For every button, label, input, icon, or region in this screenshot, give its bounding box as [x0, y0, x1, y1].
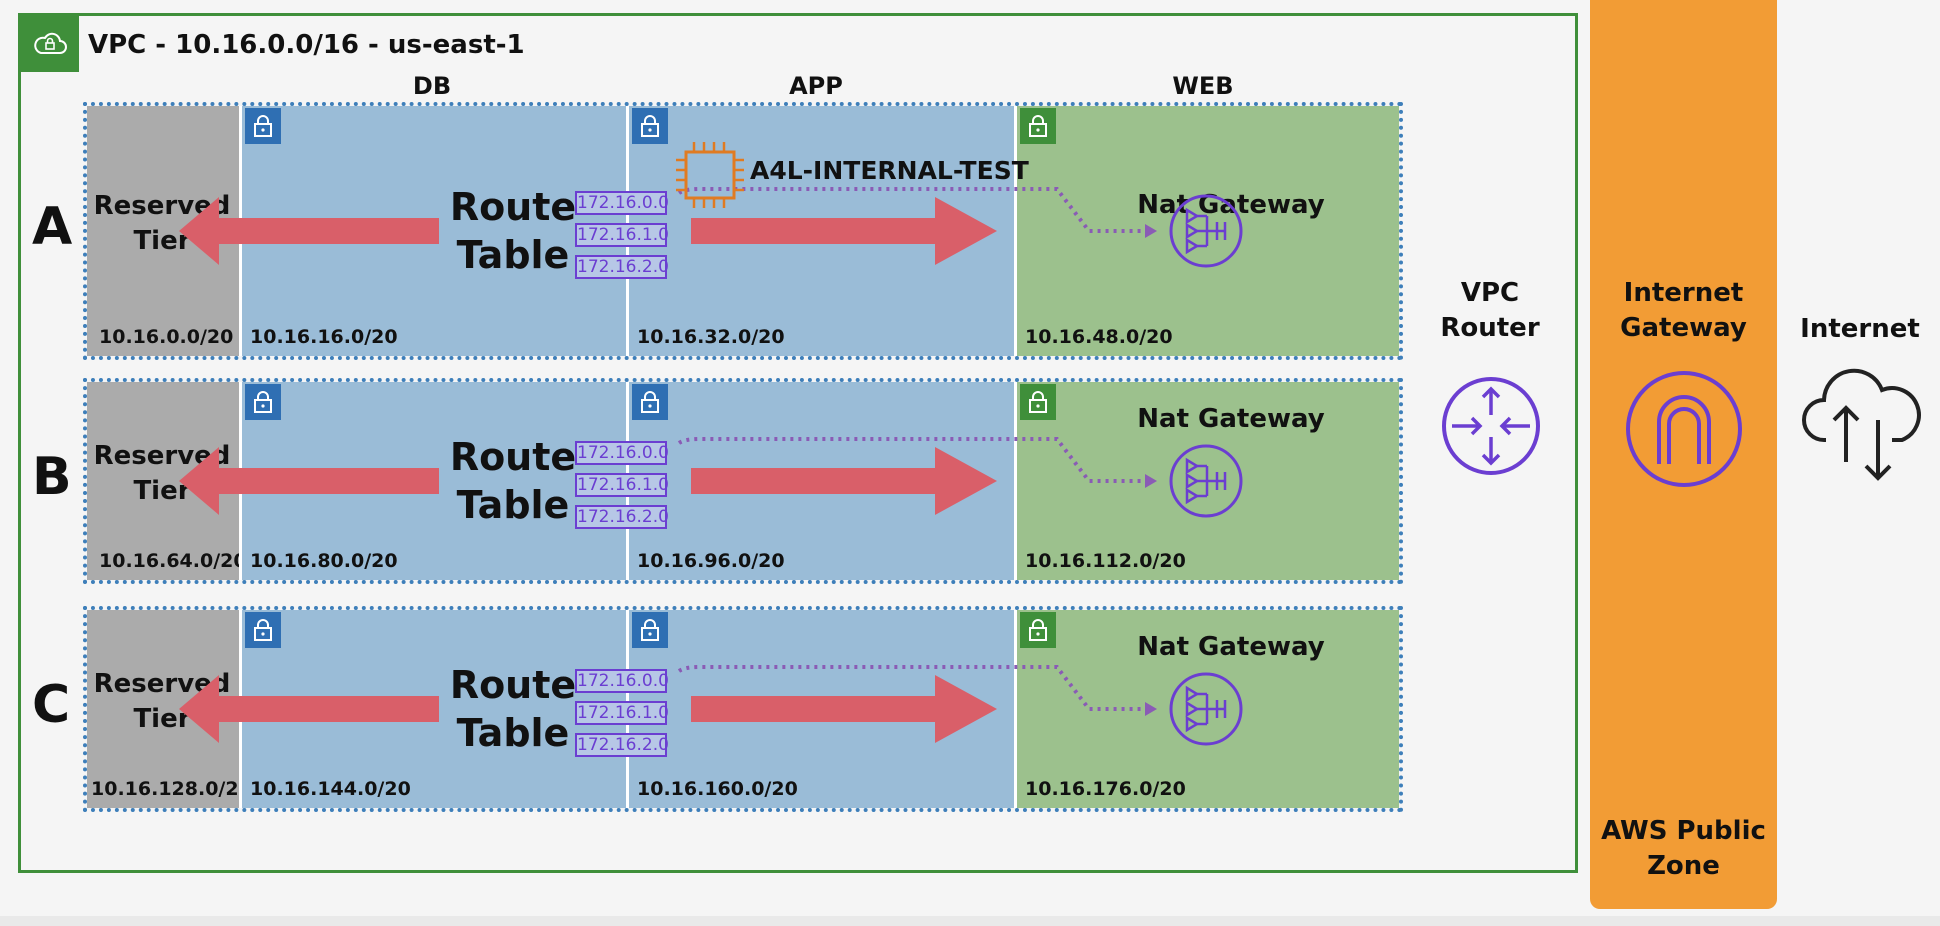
arrow-to-web: [691, 675, 997, 743]
lock-icon: [1020, 384, 1056, 420]
arrow-to-reserved: [179, 675, 439, 743]
lock-icon: [632, 612, 668, 648]
route-table-line2: Table: [456, 233, 570, 277]
lock-icon: [245, 612, 281, 648]
ec2-chip-icon: [672, 140, 748, 214]
arrow-to-reserved: [179, 197, 439, 265]
route-arrows: [179, 665, 1157, 743]
route-table-line1: Route: [449, 185, 577, 229]
aws-public-zone: [1590, 0, 1777, 909]
public-zone-label-line1: AWS Public: [1601, 816, 1766, 846]
lock-icon: [245, 384, 281, 420]
route-entry: 172.16.0.0: [575, 191, 669, 215]
subnet-cidr: 10.16.32.0/20: [637, 326, 785, 348]
route-table-line1: Route: [449, 435, 577, 479]
route-table-line1: Route: [449, 663, 577, 707]
subnet-web: 10.16.176.0/20: [1014, 610, 1399, 808]
nat-route-path: [677, 187, 1145, 233]
vpc-router-label-line2: Router: [1440, 313, 1540, 343]
subnet-cidr: 10.16.112.0/20: [1025, 550, 1186, 572]
subnet-cidr: 10.16.48.0/20: [1025, 326, 1173, 348]
arrow-to-reserved: [179, 447, 439, 515]
nat-gateway-icon: [1169, 194, 1243, 268]
public-zone-label: AWS Public Zone: [1590, 814, 1777, 884]
vpc-router-icon: [1440, 375, 1542, 481]
column-header-db: DB: [412, 72, 452, 100]
route-entry: 172.16.2.0: [575, 255, 669, 279]
route-entry: 172.16.1.0: [575, 701, 669, 725]
route-entry: 172.16.2.0: [575, 505, 669, 529]
az-letter: A: [32, 197, 73, 257]
internet-cloud-icon: [1800, 362, 1926, 490]
nat-gateway-icon: [1169, 444, 1243, 518]
arrow-to-web: [691, 197, 997, 265]
igw-label-line1: Internet: [1623, 278, 1744, 308]
nat-gateway-label: Nat Gateway: [1137, 404, 1325, 434]
internet-label: Internet: [1800, 314, 1920, 344]
availability-zone: 10.16.0.0/20 10.16.16.0/20 10.16.32.0/20 10…: [83, 102, 1403, 360]
nat-route-path: [677, 665, 1145, 711]
route-entry: 172.16.0.0: [575, 441, 669, 465]
column-header-app: APP: [789, 72, 843, 100]
subnet-cidr: 10.16.96.0/20: [637, 550, 785, 572]
subnet-cidr: 10.16.16.0/20: [250, 326, 398, 348]
route-entry: 172.16.1.0: [575, 223, 669, 247]
nat-route-arrowhead: [1145, 224, 1157, 238]
route-entry: 172.16.1.0: [575, 473, 669, 497]
subnet-cidr: 10.16.64.0/20: [99, 550, 247, 572]
subnet-cidr: 10.16.128.0/20: [91, 778, 252, 800]
az-letter: C: [32, 675, 71, 735]
vpc-title: VPC - 10.16.0.0/16 - us-east-1: [88, 30, 525, 60]
route-arrows: [179, 187, 1157, 265]
subnet-cidr: 10.16.144.0/20: [250, 778, 411, 800]
subnet-cidr: 10.16.0.0/20: [99, 326, 234, 348]
bottom-strip: [0, 916, 1940, 926]
internet-gateway-icon: [1623, 368, 1745, 494]
vpc-boundary: [18, 13, 1578, 873]
column-header-web: WEB: [1172, 72, 1234, 100]
nat-route-arrowhead: [1145, 702, 1157, 716]
lock-icon: [245, 108, 281, 144]
nat-route-arrowhead: [1145, 474, 1157, 488]
route-entry: 172.16.0.0: [575, 669, 669, 693]
subnet-cidr: 10.16.176.0/20: [1025, 778, 1186, 800]
arrow-to-web: [691, 447, 997, 515]
cloud-lock-icon: [21, 16, 79, 72]
nat-gateway-label: Nat Gateway: [1137, 632, 1325, 662]
instance-label: A4L-INTERNAL-TEST: [750, 156, 1029, 185]
vpc-router-label-line1: VPC: [1460, 278, 1520, 308]
route-table-line2: Table: [456, 483, 570, 527]
route-arrows: [179, 437, 1157, 515]
route-table-line2: Table: [456, 711, 570, 755]
lock-icon: [632, 384, 668, 420]
vpc-router-label: VPC Router: [1440, 276, 1540, 346]
nat-route-path: [677, 437, 1145, 483]
lock-icon: [632, 108, 668, 144]
az-letter: B: [32, 447, 72, 507]
nat-gateway-icon: [1169, 672, 1243, 746]
route-entry: 172.16.2.0: [575, 733, 669, 757]
lock-icon: [1020, 612, 1056, 648]
igw-label-line2: Gateway: [1620, 313, 1747, 343]
lock-icon: [1020, 108, 1056, 144]
igw-label: Internet Gateway: [1590, 276, 1777, 346]
subnet-cidr: 10.16.80.0/20: [250, 550, 398, 572]
public-zone-label-line2: Zone: [1647, 851, 1720, 881]
subnet-cidr: 10.16.160.0/20: [637, 778, 798, 800]
